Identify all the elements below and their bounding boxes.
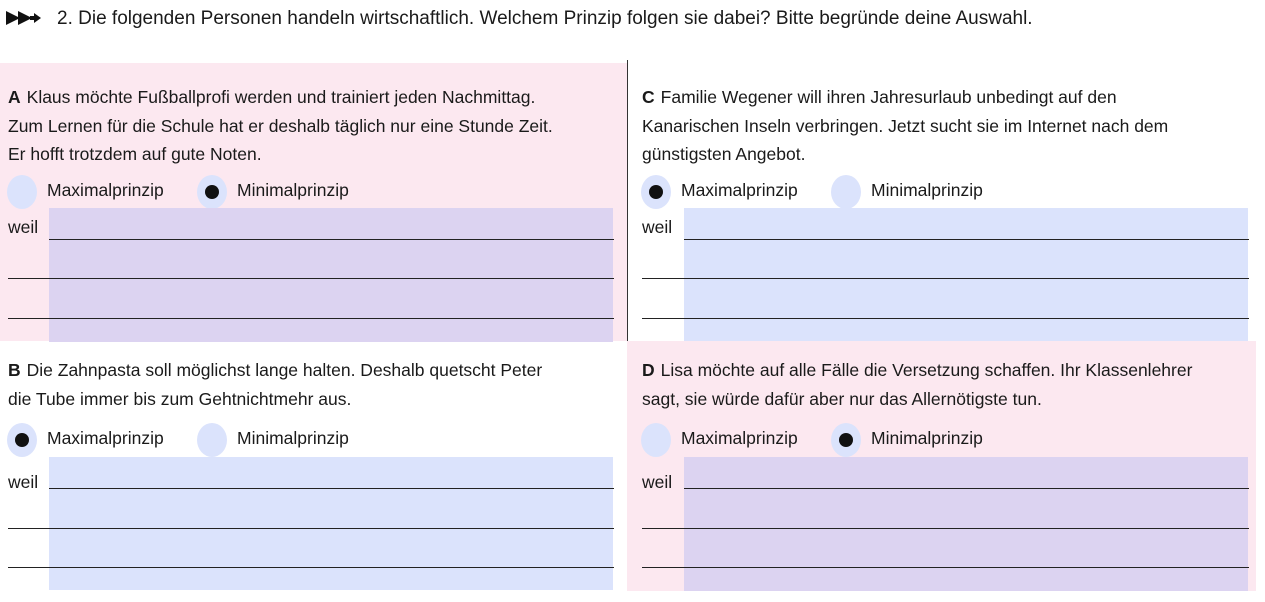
column-divider [627, 60, 628, 587]
panel-d-radio-maximal[interactable] [641, 423, 671, 457]
panel-b-answer-line-3 [8, 567, 614, 568]
panel-c-line-2: Kanarischen Inseln verbringen. Jetzt suc… [642, 115, 1169, 136]
panel-d-answer-area[interactable] [684, 457, 1248, 591]
panel-d-answer-line-2 [642, 528, 1249, 529]
panel-b-answer-line-1 [49, 488, 614, 489]
panel-c-line-3: günstigsten Angebot. [642, 144, 806, 164]
panel-a-radio-maximal[interactable] [7, 175, 37, 209]
panel-b-weil-label: weil [8, 472, 39, 492]
panel-d-label-minimal: Minimalprinzip [871, 428, 983, 448]
double-arrow-icon [6, 11, 41, 25]
panel-b-radio-maximal[interactable] [7, 423, 37, 457]
panel-a-answer-line-2 [8, 278, 614, 279]
panel-c-line-1: Familie Wegener will ihren Jahresurlaub … [660, 87, 1117, 107]
panel-d-answer-line-3 [642, 567, 1249, 568]
task-instruction: 2. Die folgenden Personen handeln wirtsc… [57, 8, 1033, 29]
panel-c-label-minimal: Minimalprinzip [871, 180, 983, 200]
panel-a-letter: A [8, 87, 21, 107]
panel-b-label-minimal: Minimalprinzip [237, 428, 349, 448]
panel-b-letter: B [8, 360, 21, 380]
panel-a-answer-line-3 [8, 318, 614, 319]
panel-d-line-1: Lisa möchte auf alle Fälle die Versetzun… [660, 360, 1193, 380]
panel-c-answer-line-3 [642, 318, 1249, 319]
panel-a-weil-label: weil [8, 217, 39, 237]
panel-a-line-2: Zum Lernen für die Schule hat er deshalb… [8, 115, 553, 136]
panel-a-line-1: Klaus möchte Fußballprofi werden und tra… [26, 87, 536, 107]
panel-c-letter: C [642, 87, 655, 107]
panel-a-line-3: Er hofft trotzdem auf gute Noten. [8, 144, 262, 164]
panel-c-label-maximal: Maximalprinzip [681, 180, 798, 200]
panel-a-answer-area[interactable] [49, 208, 613, 342]
panel-d-letter: D [642, 360, 655, 380]
panel-b-line-1: Die Zahnpasta soll möglichst lange halte… [26, 360, 543, 380]
panel-d-weil-label: weil [642, 472, 673, 492]
panel-c-radio-maximal[interactable] [641, 175, 671, 209]
panel-d-radio-minimal[interactable] [831, 423, 861, 457]
panel-b-label-maximal: Maximalprinzip [47, 428, 164, 448]
panel-b-line-2: die Tube immer bis zum Gehtnichtmehr aus… [8, 388, 352, 409]
panel-a-answer-line-1 [49, 239, 614, 240]
panel-c-answer-line-2 [642, 278, 1249, 279]
panel-b-answer-area[interactable] [49, 457, 613, 590]
panel-b-radio-minimal[interactable] [197, 423, 227, 457]
panel-a-radio-minimal[interactable] [197, 175, 227, 209]
panel-c-answer-area[interactable] [684, 208, 1248, 342]
panel-a-label-maximal: Maximalprinzip [47, 180, 164, 200]
panel-b-answer-line-2 [8, 528, 614, 529]
panel-c-answer-line-1 [684, 239, 1249, 240]
panel-d-line-2: sagt, sie würde dafür aber nur das Aller… [642, 388, 1042, 409]
panel-c-radio-minimal[interactable] [831, 175, 861, 209]
panel-d-answer-line-1 [684, 488, 1249, 489]
panel-a-label-minimal: Minimalprinzip [237, 180, 349, 200]
panel-c-weil-label: weil [642, 217, 673, 237]
panel-d-label-maximal: Maximalprinzip [681, 428, 798, 448]
task-header: 2. Die folgenden Personen handeln wirtsc… [0, 6, 1265, 34]
